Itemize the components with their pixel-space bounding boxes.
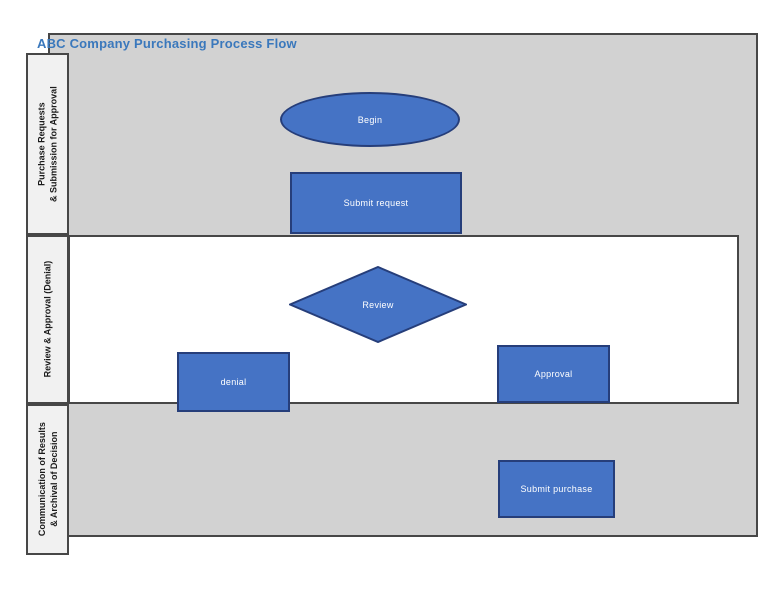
shape-label: denial — [220, 377, 247, 387]
begin-terminator-shape: Begin — [280, 92, 460, 147]
lane-label-line: & Submission for Approval — [48, 86, 59, 202]
submit-purchase-process-shape: Submit purchase — [498, 460, 615, 518]
shape-label: Begin — [357, 114, 383, 125]
lane-label-line: Communication of Results — [36, 422, 47, 537]
shape-label: Approval — [534, 369, 573, 379]
lane-label-purchase-requests: Purchase Requests & Submission for Appro… — [26, 53, 69, 235]
diamond-icon — [289, 266, 467, 343]
shape-label: Submit purchase — [520, 484, 593, 494]
lane-label-line: Review & Approval (Denial) — [42, 261, 53, 378]
lane-label-review-approval: Review & Approval (Denial) — [26, 235, 69, 404]
shape-label: Review — [362, 299, 394, 310]
lane-label-communication-results: Communication of Results & Archival of D… — [26, 404, 69, 555]
page-title: ABC Company Purchasing Process Flow — [37, 36, 297, 51]
lane-label-line: Purchase Requests — [36, 102, 47, 186]
submit-request-process-shape: Submit request — [290, 172, 462, 234]
shape-label: Submit request — [343, 198, 409, 208]
approval-process-shape: Approval — [497, 345, 610, 403]
denial-process-shape: denial — [177, 352, 290, 412]
review-decision-shape: Review — [289, 266, 467, 343]
lane-label-line: & Archival of Decision — [48, 431, 59, 528]
